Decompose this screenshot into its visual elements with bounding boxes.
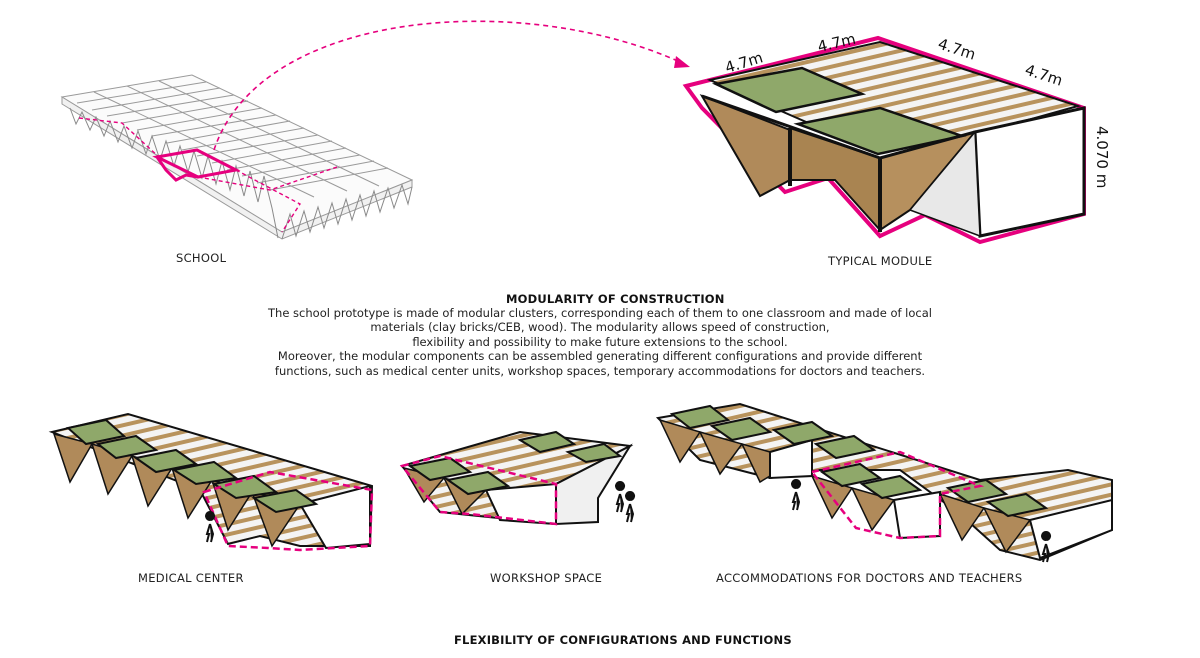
caption-typical-module: TYPICAL MODULE <box>828 254 933 268</box>
typical-module <box>682 35 1086 245</box>
description-line: The school prototype is made of modular … <box>268 306 932 320</box>
caption-medical-center: MEDICAL CENTER <box>138 571 244 585</box>
description-line: flexibility and possibility to make futu… <box>412 334 788 349</box>
caption-workshop-space: WORKSHOP SPACE <box>490 571 603 585</box>
caption-school: SCHOOL <box>176 251 227 265</box>
accommodations-configuration <box>655 402 1113 563</box>
workshop-space-configuration <box>399 430 636 526</box>
description-line: Moreover, the modular components can be … <box>277 349 923 364</box>
school-plan-grid <box>60 74 414 240</box>
school-highlight <box>78 117 341 233</box>
caption-accommodations: ACCOMMODATIONS FOR DOCTORS AND TEACHERS <box>716 571 1023 585</box>
dim-length-2: 4.7m <box>1023 61 1065 90</box>
modularity-description: The school prototype is made of modular … <box>250 306 950 378</box>
dim-height: 4.070 m <box>1093 126 1111 188</box>
medical-center-configuration <box>48 412 374 552</box>
modularity-title: MODULARITY OF CONSTRUCTION <box>506 292 725 306</box>
description-line: functions, such as medical center units,… <box>274 363 926 378</box>
school-to-module-arrow <box>213 20 690 151</box>
footer-title: FLEXIBILITY OF CONFIGURATIONS AND FUNCTI… <box>454 633 792 647</box>
description-line: materials (clay bricks/CEB, wood). The m… <box>370 320 830 335</box>
